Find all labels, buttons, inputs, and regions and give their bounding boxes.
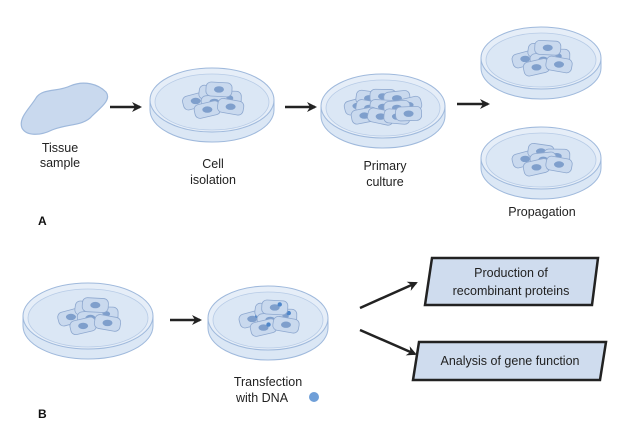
label-tissue-1: Tissue [42,141,78,155]
cell-nucleus [65,313,76,321]
cell-nucleus [269,304,280,311]
cell-nucleus [225,103,236,110]
label-cell-1: Cell [202,157,224,171]
dish-propagation-1 [480,26,602,100]
production-text-1: Production of [474,266,548,280]
analysis-text: Analysis of gene function [441,354,580,368]
panel-label-a: A [38,214,47,228]
cell-nucleus [531,64,542,71]
cell-nucleus [78,322,89,330]
cell-nucleus [542,44,553,51]
cell-nucleus [202,106,213,113]
cell-nucleus [281,321,291,328]
tissue-sample-shape [20,82,109,135]
cell-nucleus [102,319,113,327]
label-transfection-2: with DNA [235,391,289,405]
label-tissue-2: sample [40,156,80,170]
dish-primary-culture [320,73,446,149]
cell-nucleus [190,97,201,105]
dish-cell-isolation [149,67,275,143]
dna-dot [277,302,282,307]
cell-nucleus [258,324,269,331]
label-propagation: Propagation [508,205,575,219]
cell-nucleus [247,315,258,323]
production-text-2: recombinant proteins [453,284,570,298]
cell-nucleus [554,61,564,68]
label-transfection-1: Transfection [234,375,302,389]
dish-propagation-2 [480,126,602,200]
dna-dot-icon [309,392,319,402]
dna-dot [286,310,291,316]
label-cell-2: isolation [190,173,236,187]
cell-nucleus [213,86,224,93]
analysis-box [411,340,608,382]
cell-nucleus [90,301,101,309]
production-box [423,256,600,307]
dish-b-cells [22,282,154,360]
cell-nucleus [531,164,542,171]
arrow [359,328,417,356]
label-primary-1: Primary [363,159,407,173]
dish-b-transfected [207,285,329,361]
cell-nucleus [375,113,386,120]
arrow [359,281,418,310]
cell-nucleus [520,155,531,163]
cell-nucleus [359,112,370,119]
dna-dot [266,322,271,327]
cell-nucleus [554,161,564,168]
panel-label-b: B [38,407,47,421]
cell-nucleus [403,110,414,117]
label-primary-2: culture [366,175,404,189]
cell-nucleus [520,55,531,63]
